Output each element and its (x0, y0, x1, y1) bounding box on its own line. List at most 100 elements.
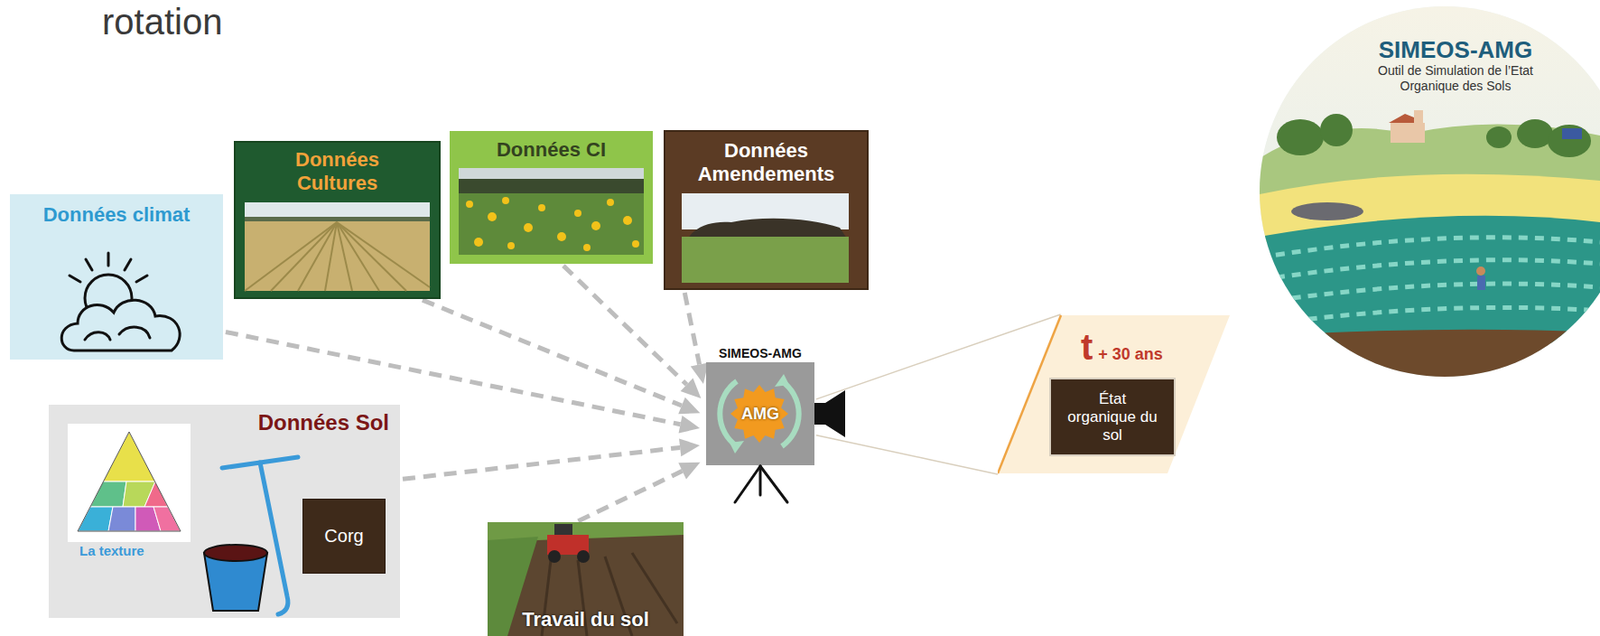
logo-person-head (1476, 266, 1486, 276)
cycle-arrowhead (774, 373, 790, 387)
triangle-zone (144, 481, 168, 507)
flower (632, 240, 640, 248)
soil-organic-state-box: État organique du sol (1049, 377, 1176, 456)
logo-subtitle: Outil de Simulation de l’Etat Organique … (1360, 63, 1551, 94)
simulation-model: SIMEOS-AMGAMG (704, 344, 817, 466)
tripod-leg (759, 465, 763, 495)
label-holder: La texture (79, 542, 145, 559)
flower (474, 237, 484, 247)
slide-title-fragment: rotation (102, 1, 223, 42)
logo-title: SIMEOS-AMG (1360, 36, 1551, 64)
flower (502, 196, 510, 205)
crop-data-box: Données Cultures (233, 140, 441, 299)
logo-crop-row (1259, 260, 1600, 280)
sunflowers (465, 196, 640, 252)
texture-triangle (67, 423, 191, 542)
logo-sky (1259, 6, 1600, 377)
organic-carbon-box: Corg (302, 498, 386, 574)
soil-auger (222, 456, 298, 614)
logo-tree (1547, 124, 1591, 158)
connector-line (422, 299, 682, 406)
soil-data-box: Données SolCorg (48, 404, 400, 618)
triangle-zone (90, 481, 127, 507)
triangle-outline (77, 431, 181, 531)
flower (487, 212, 497, 222)
orange-burst (730, 384, 789, 443)
crop-row (336, 222, 380, 291)
cycle-arrowhead (729, 440, 745, 454)
logo-crop-row (1259, 237, 1600, 258)
sun-ray (107, 252, 111, 266)
camera-body: AMG (706, 362, 815, 466)
box-title: Données climat (9, 203, 224, 227)
logo-yellow-field (1259, 174, 1600, 242)
furrows (541, 552, 678, 636)
arrowhead (679, 437, 700, 456)
flower (606, 198, 614, 206)
flower (465, 200, 474, 208)
camera-tripod (734, 465, 788, 503)
output-parallelogram: t+ 30 ansÉtat organique du sol (997, 314, 1231, 475)
texture-caption: La texture (79, 542, 145, 559)
model-logo-text: AMG (741, 404, 780, 424)
time-symbol: t (1080, 326, 1093, 367)
flower (623, 215, 633, 225)
time-row: t+ 30 ans (997, 314, 1231, 367)
box-label: Corg (324, 525, 363, 547)
sun-ray (124, 259, 131, 270)
amendment-data-box: Données Amendements (663, 130, 869, 290)
triangle-zone (77, 506, 113, 531)
photo-trees (458, 178, 644, 194)
crop-row (325, 222, 337, 291)
triangle-zone (122, 481, 156, 507)
photo-grass (487, 521, 684, 542)
photo-field (244, 221, 430, 291)
sun (84, 274, 132, 322)
flower (591, 221, 601, 231)
cloud-scallop (84, 332, 111, 340)
connector-line (684, 292, 699, 364)
cloud-scallop (119, 326, 150, 338)
logo-crop-row (1259, 306, 1600, 326)
label-holder: rotation (102, 1, 223, 42)
tractor-wheel (576, 549, 590, 563)
tripod-leg (734, 465, 761, 503)
tractor-wheel (548, 549, 561, 563)
auger-handle (222, 456, 298, 468)
logo-hills (1259, 123, 1600, 195)
sun-cloud-icon (61, 252, 180, 351)
arrowhead (679, 415, 701, 434)
box-title: Travail du sol (487, 607, 684, 632)
flower (557, 232, 567, 242)
tillage-photo (487, 521, 684, 636)
sun-ray (136, 275, 148, 282)
connector-line (577, 470, 682, 521)
logo-tree (1276, 119, 1324, 156)
logo-painting (1259, 6, 1600, 377)
logo-church-roof (1388, 113, 1414, 123)
triangle-zone (102, 431, 156, 482)
triangle-zone (108, 506, 136, 531)
time-horizon: + 30 ans (1097, 344, 1163, 364)
logo-tree (1320, 113, 1353, 147)
climate-data-box: Données climat (9, 194, 224, 360)
cycle-arrow (719, 381, 737, 447)
box-title: Données CI (449, 138, 653, 162)
flower (574, 209, 582, 217)
logo-tractor (1562, 128, 1582, 140)
cover-crop-data-box: Données CI (449, 130, 653, 264)
tractor-cab (554, 523, 573, 537)
photo-soil (487, 521, 684, 636)
dashed-arrow (577, 462, 700, 521)
triangle-zone (135, 506, 161, 531)
dashed-arrow (684, 292, 708, 384)
connector-line (816, 435, 998, 475)
flower (523, 223, 533, 233)
arrowhead (678, 462, 700, 480)
connector-line (816, 314, 1061, 400)
sunflower-field-photo (458, 167, 644, 255)
cycle-arrow (781, 381, 800, 447)
flower (507, 241, 515, 250)
